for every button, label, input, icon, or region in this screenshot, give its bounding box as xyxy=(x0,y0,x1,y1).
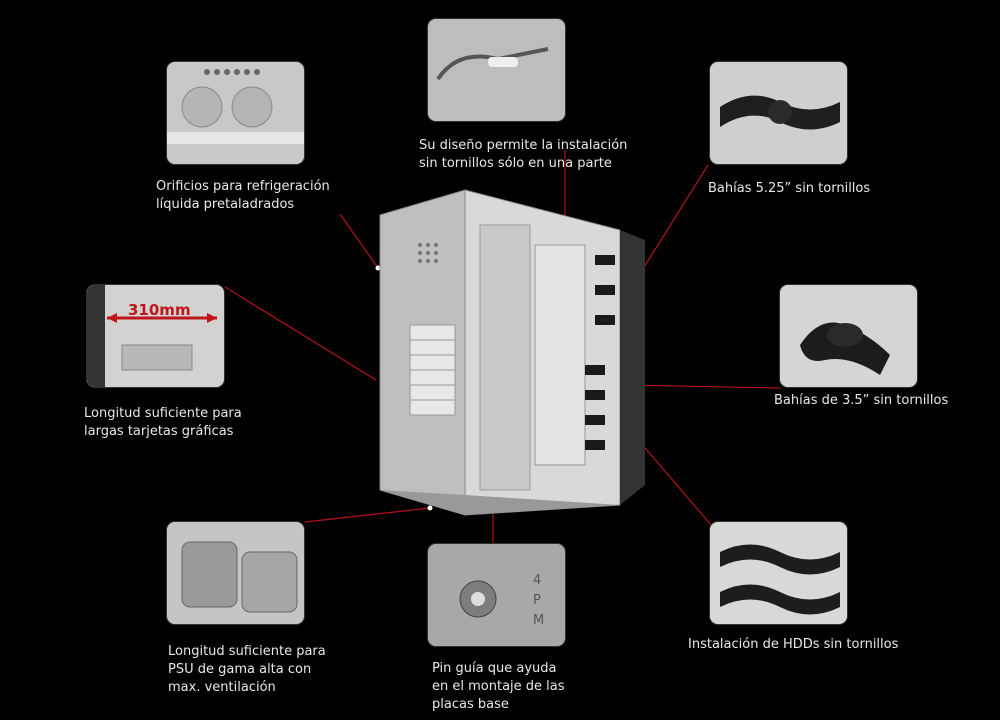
hdd-install-photo xyxy=(710,522,847,624)
svg-text:4: 4 xyxy=(533,573,541,588)
bays-35-photo xyxy=(780,285,917,387)
gpu-length-photo xyxy=(87,285,224,387)
gpu-length-measure: 310mm xyxy=(128,301,191,319)
bays-525-photo xyxy=(710,62,847,164)
caption-hdd-install: Instalación de HDDs sin tornillos xyxy=(688,637,899,652)
svg-text:P: P xyxy=(533,593,541,608)
screwless-design-photo xyxy=(428,19,565,121)
svg-text:M: M xyxy=(533,613,544,628)
caption-bays-35: Bahías de 3.5” sin tornillos xyxy=(774,393,949,408)
liquid-cooling-photo xyxy=(167,62,304,164)
pc-case-image xyxy=(370,185,655,525)
psu-length-photo xyxy=(167,522,304,624)
caption-bays-525: Bahías 5.25” sin tornillos xyxy=(708,181,871,196)
